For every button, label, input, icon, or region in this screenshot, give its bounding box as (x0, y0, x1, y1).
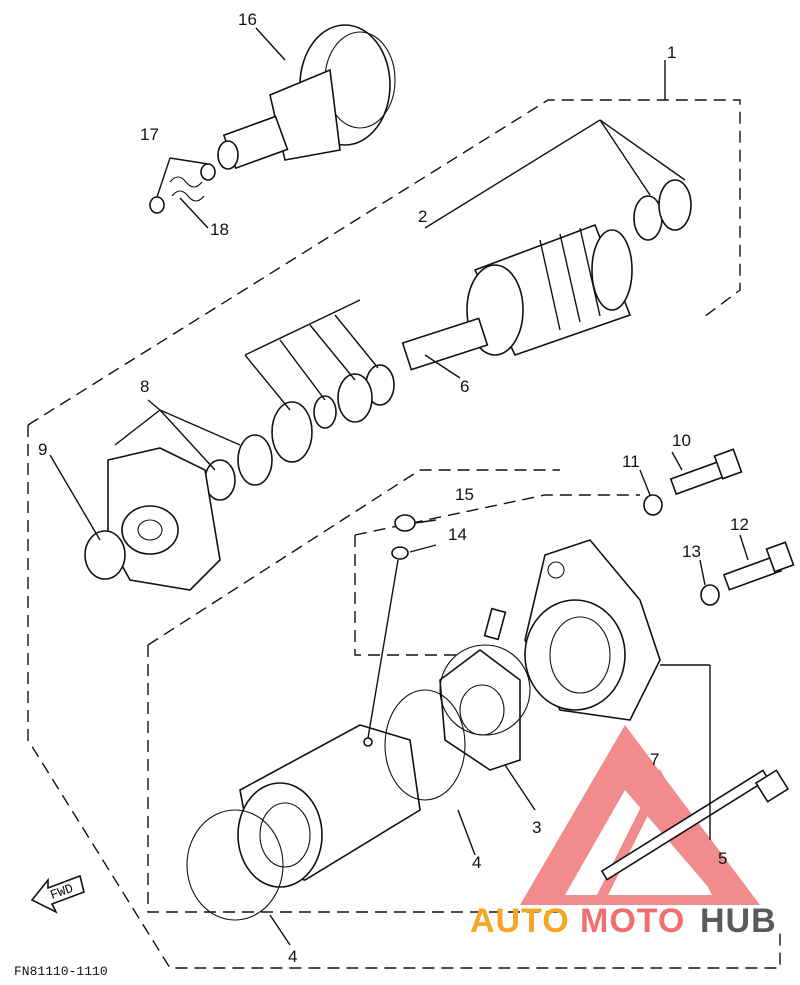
watermark-text: AUTO MOTO HUB (470, 902, 777, 940)
callout-2: 2 (418, 207, 427, 226)
callout-3: 3 (532, 818, 541, 837)
part-through-bolt (600, 664, 790, 881)
part-washer-spring (149, 157, 216, 229)
callout-16: 16 (238, 10, 257, 29)
callout-4b: 4 (288, 947, 297, 966)
callout-5: 5 (718, 849, 727, 868)
callout-17: 17 (140, 125, 159, 144)
callout-1: 1 (667, 43, 676, 62)
part-armature (401, 223, 633, 371)
part-bolts-washers (391, 448, 795, 606)
callout-labels: 1 2 3 4 4 5 6 7 8 9 10 11 12 13 14 15 16… (38, 10, 749, 966)
figure-code: FN81110-1110 (14, 964, 108, 979)
callout-14: 14 (448, 525, 467, 544)
part-yoke (186, 559, 476, 946)
part-starter-clutch (217, 24, 396, 170)
watermark-text-auto: AUTO (470, 902, 570, 940)
callout-11: 11 (622, 452, 640, 471)
callout-12: 12 (730, 515, 749, 534)
callout-6: 6 (460, 377, 469, 396)
callout-10: 10 (672, 431, 691, 450)
callout-4a: 4 (472, 853, 481, 872)
assembly-boundaries (27, 60, 781, 969)
callout-18: 18 (210, 220, 229, 239)
watermark-text-hub: HUB (700, 902, 777, 940)
callout-13: 13 (682, 542, 701, 561)
callout-9: 9 (38, 440, 47, 459)
watermark-logo (520, 725, 760, 905)
callout-7: 7 (650, 750, 659, 769)
part-front-cover (49, 409, 241, 591)
part-rear-cover (524, 539, 661, 721)
callout-15: 15 (455, 485, 474, 504)
watermark-text-moto: MOTO (580, 902, 685, 940)
callout-8: 8 (140, 377, 149, 396)
part-brush-plate (439, 607, 536, 811)
fwd-arrow: FWD (30, 874, 85, 914)
leader-6 (424, 354, 461, 379)
part-shim-washers (204, 119, 692, 501)
